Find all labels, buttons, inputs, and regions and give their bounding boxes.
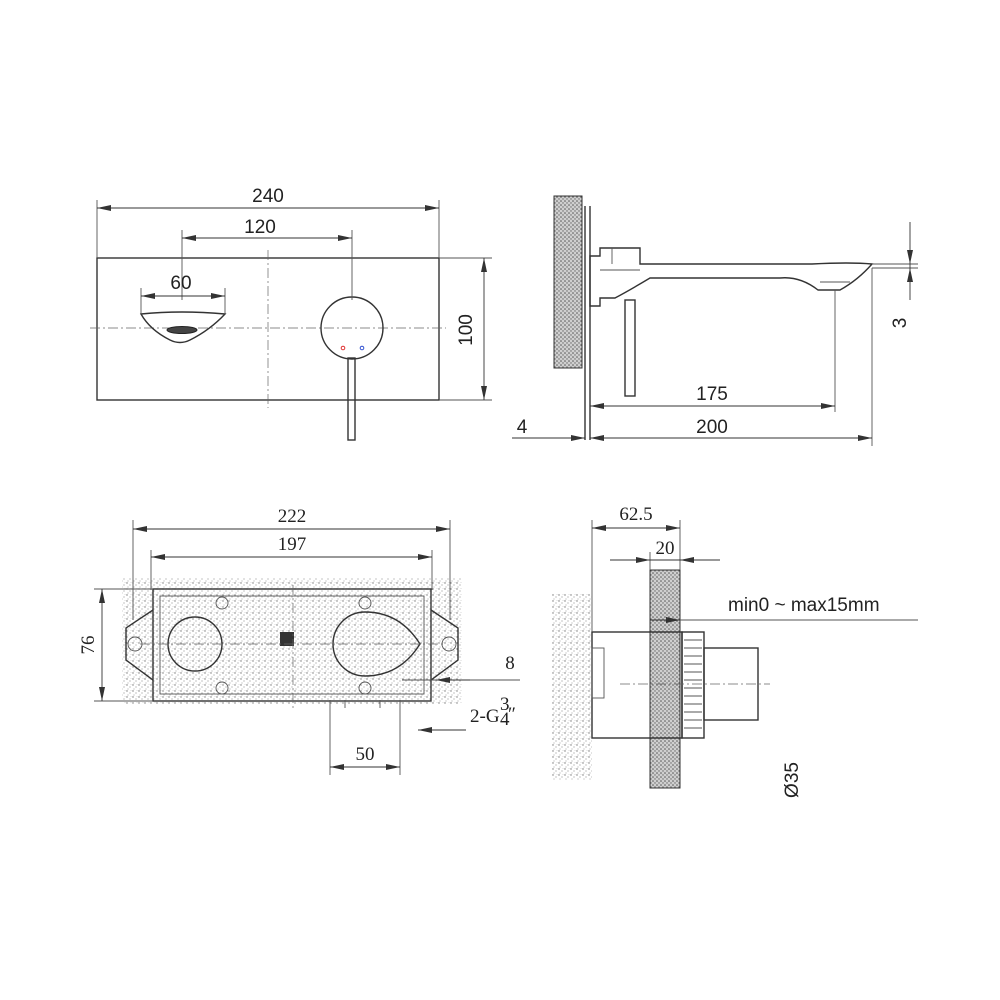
- mounting-ear-right: [430, 609, 459, 681]
- dim-spout-width: 60: [170, 273, 191, 294]
- center-clip: [280, 632, 294, 646]
- mounting-ear-left: [125, 609, 154, 681]
- handle-lever: [347, 357, 356, 441]
- aerator: [166, 326, 198, 334]
- screw: [358, 681, 372, 695]
- dim-tolerance: min0 ~ max15mm: [728, 595, 880, 616]
- thread-denominator: 4: [500, 709, 510, 730]
- stem: [703, 647, 759, 721]
- spout-profile: [589, 247, 874, 307]
- screw: [215, 681, 229, 695]
- thread-numerator: 3: [500, 694, 510, 715]
- screw: [215, 596, 229, 610]
- thread-lines: [684, 639, 702, 729]
- box-inner: [159, 595, 425, 695]
- dim-projection-200: 200: [696, 417, 728, 438]
- cold-indicator: [359, 345, 365, 351]
- hot-indicator: [340, 345, 346, 351]
- cartridge-port: [332, 611, 421, 677]
- thread-callout: 2-G 3 4 ″: [470, 694, 516, 730]
- dim-diameter: Ø35: [782, 762, 803, 798]
- dim-center-spacing: 120: [244, 217, 276, 238]
- spout-outlet: [139, 311, 227, 344]
- wall-finish: [649, 569, 681, 789]
- dim-overall-width: 240: [252, 186, 284, 207]
- side-handle-lever: [624, 299, 636, 397]
- dim-projection-175: 175: [696, 384, 728, 405]
- dim-plate-thickness: 4: [517, 417, 528, 438]
- dim-box-outer: 222: [278, 506, 307, 527]
- screw: [358, 596, 372, 610]
- box-outer: [152, 588, 432, 702]
- front-view: 240 120 60 100: [90, 186, 492, 441]
- rough-in-box-view: 222 197 76 8 2-G 3 4 ″ 50: [78, 506, 520, 775]
- thread-suffix: ″: [508, 704, 516, 725]
- dim-box-height: 76: [78, 636, 99, 655]
- thread-prefix: 2-G: [470, 706, 500, 727]
- dim-box-inner: 197: [278, 534, 307, 555]
- dim-height: 100: [456, 314, 477, 346]
- wall-plaster: [552, 594, 592, 780]
- dim-offset: 8: [505, 653, 515, 674]
- wall-section: [553, 195, 583, 369]
- section-view: 62.5 20 min0 ~ max15mm Ø35: [552, 504, 918, 798]
- dim-depth: 62.5: [619, 504, 652, 525]
- side-view: 3 175 200 4: [512, 195, 918, 446]
- dim-spout-thickness: 3: [890, 318, 911, 329]
- dim-wall: 20: [656, 538, 675, 559]
- dim-port-spacing: 50: [356, 744, 375, 765]
